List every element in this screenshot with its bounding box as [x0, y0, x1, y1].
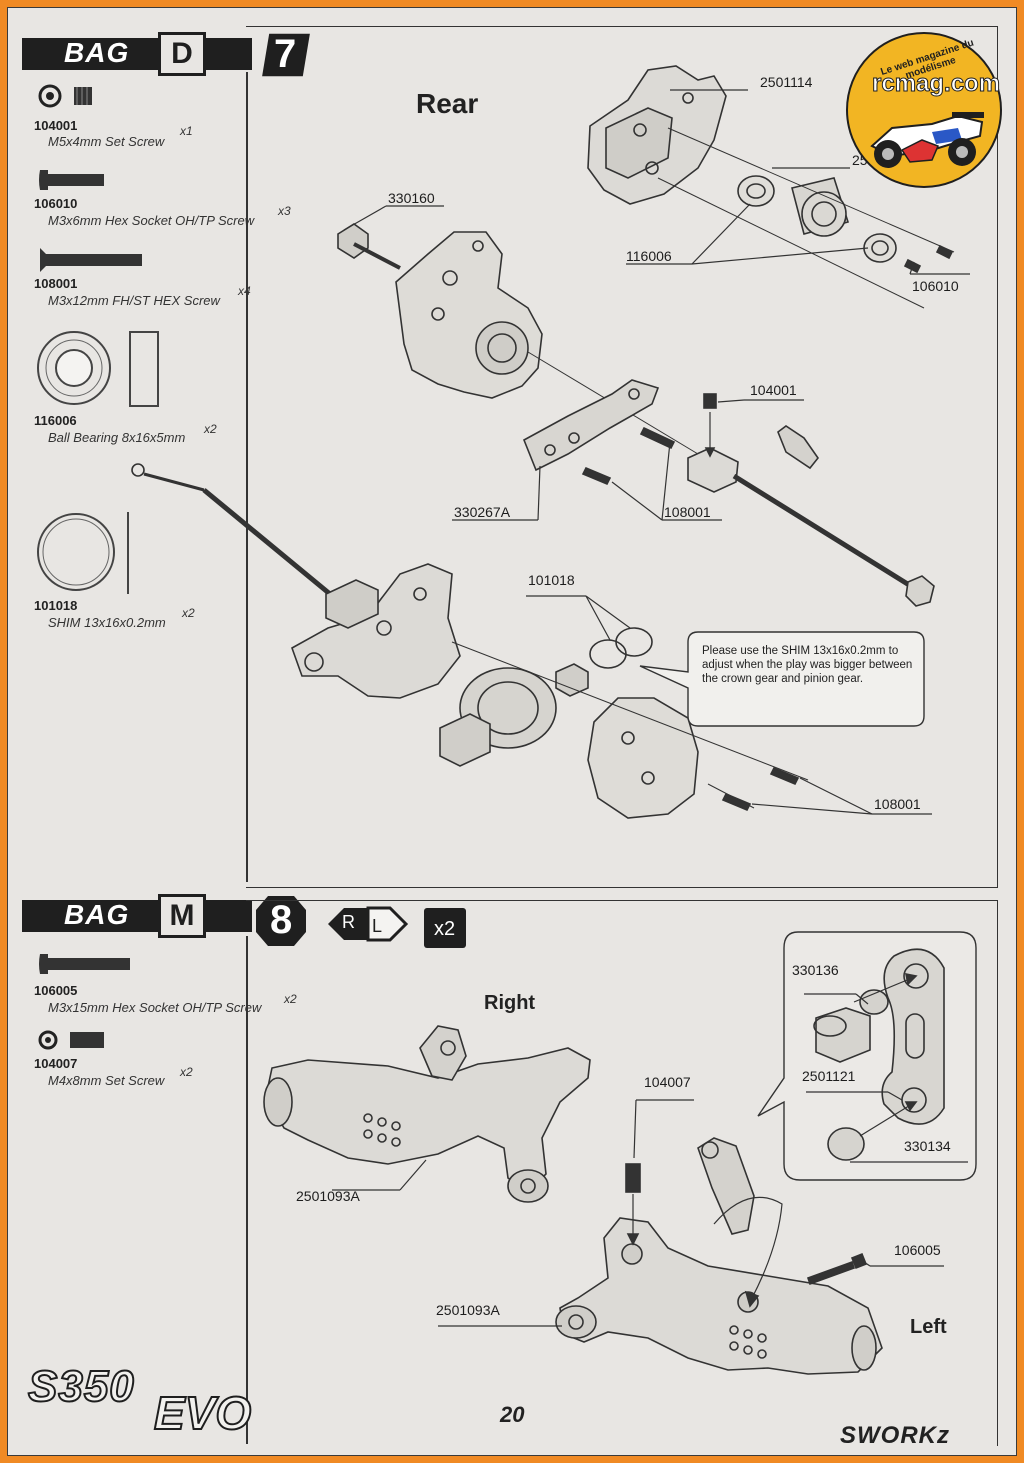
callout-108001: 108001	[874, 796, 921, 812]
callout-2501093a-left: 2501093A	[436, 1302, 500, 1318]
part-code: 104007	[34, 1056, 78, 1071]
callout-330267a: 330267A	[454, 504, 511, 520]
part-name: M3x6mm Hex Socket OH/TP Screw	[48, 213, 255, 228]
bag-m-label: BAG	[64, 899, 130, 930]
callout-330136: 330136	[792, 962, 839, 978]
ball-bearing-icon	[37, 331, 159, 407]
multiplier-badge	[424, 908, 466, 948]
part-qty: x1	[180, 124, 193, 138]
rear-heading: Rear	[416, 88, 479, 119]
part-name: M4x8mm Set Screw	[48, 1073, 165, 1088]
step7-panel	[246, 26, 998, 888]
part-code: 101018	[34, 598, 78, 613]
step-7-number: 7	[274, 32, 297, 76]
callout-104007: 104007	[644, 1074, 691, 1090]
part-code: 106005	[34, 983, 78, 998]
rcmag-logo	[846, 32, 1002, 188]
part-name: M5x4mm Set Screw	[48, 134, 165, 149]
part-qty: x3	[278, 204, 291, 218]
page-number: 20	[500, 1402, 525, 1427]
model-logo-s350: S350	[27, 1361, 135, 1412]
bag-d-letter: D	[158, 32, 206, 76]
hex-socket-screw-icon	[39, 170, 104, 190]
side-r-letter: R	[342, 912, 355, 932]
callout-2501121: 2501121	[802, 1068, 856, 1084]
part-code: 106010	[34, 196, 78, 211]
part-code: 108001	[34, 276, 78, 291]
left-heading: Left	[910, 1316, 947, 1338]
step7-divider	[246, 72, 248, 882]
callout-101018: 101018	[528, 572, 575, 588]
shim-icon	[37, 512, 129, 594]
side-l-letter: L	[372, 916, 383, 936]
step8-divider	[246, 936, 248, 1444]
callout-106005: 106005	[894, 1242, 941, 1258]
model-logo-evo: EVO	[153, 1386, 252, 1440]
callout-330134: 330134	[904, 1138, 951, 1154]
step-8-badge	[256, 896, 306, 946]
flat-head-screw-icon	[40, 248, 142, 272]
part-name: Ball Bearing 8x16x5mm	[48, 430, 186, 445]
rcmag-site: rcmag.com	[871, 70, 1001, 98]
step-7-badge	[262, 33, 310, 77]
callout-2501114: 2501114	[760, 74, 813, 90]
part-qty: x2	[284, 992, 297, 1006]
part-code: 104001	[34, 118, 78, 133]
callout-330160: 330160	[388, 190, 435, 206]
step-8-number: 8	[270, 898, 293, 942]
suspension-arm-drawing	[263, 931, 977, 1375]
part-code: 116006	[34, 413, 77, 428]
part-qty: x2	[180, 1065, 193, 1079]
set-screw-icon	[38, 1030, 104, 1050]
hex-socket-screw-icon	[39, 954, 130, 974]
callout-106010: 106010	[912, 278, 959, 294]
shim-note: Please use the SHIM 13x16x0.2mm to adjus…	[702, 645, 913, 685]
callout-2501093a-right: 2501093A	[296, 1188, 360, 1204]
part-qty: x2	[204, 422, 217, 436]
multiplier-text: x2	[434, 918, 456, 940]
brand-logo: SWORKz	[840, 1422, 950, 1449]
part-qty: x4	[238, 284, 251, 298]
set-screw-icon	[38, 84, 92, 108]
left-right-arrow-icon	[328, 906, 409, 942]
callout-108001: 108001	[664, 504, 711, 520]
bag-m-bar	[22, 900, 252, 932]
part-name: M3x15mm Hex Socket OH/TP Screw	[48, 1000, 262, 1015]
bag-d-label: BAG	[64, 37, 130, 68]
rear-gearbox-exploded-drawing	[131, 65, 970, 819]
bag-m-letter: M	[158, 894, 206, 938]
callout-104001: 104001	[750, 382, 797, 398]
manual-page: BAG D 7 104001 M5x4mm Set Screw x1 10601…	[7, 7, 1017, 1456]
right-heading: Right	[484, 992, 536, 1014]
bag-d-bar	[22, 38, 252, 70]
rc-car-icon	[870, 112, 984, 168]
part-name: M3x12mm FH/ST HEX Screw	[48, 293, 220, 308]
part-name: SHIM 13x16x0.2mm	[48, 615, 166, 630]
step8-panel	[246, 900, 998, 1446]
callout-116006: 116006	[626, 248, 672, 264]
part-qty: x2	[182, 606, 195, 620]
